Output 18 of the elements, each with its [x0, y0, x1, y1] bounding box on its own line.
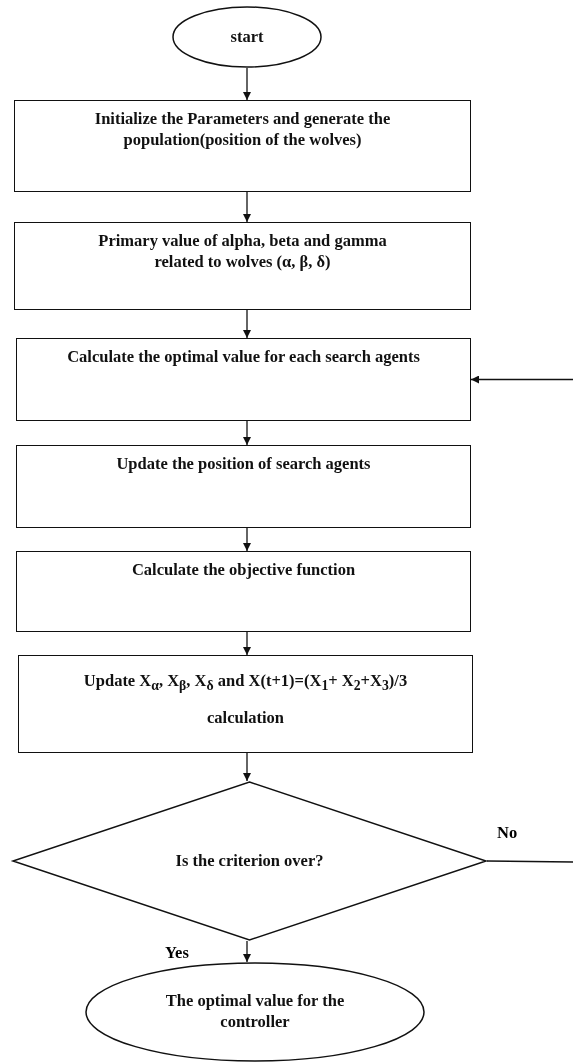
- process-box: [16, 338, 471, 421]
- node-text: Update the position of search agents: [116, 454, 371, 475]
- process-box: [14, 222, 471, 310]
- node-text: Calculate the objective function: [131, 560, 356, 581]
- process-box: [16, 445, 471, 528]
- decision-diamond: [12, 781, 487, 941]
- process-box: [14, 100, 471, 192]
- terminal-ellipse: [85, 962, 425, 1062]
- node-text: Calculate the optimal value for each search agents: [67, 347, 420, 368]
- node-text: start: [230, 26, 264, 48]
- node-text: The optimal value for the controller: [164, 991, 346, 1033]
- process-box: [16, 551, 471, 632]
- node-text: Update X$_{α}$, X$_{β}$, X$_{δ}$ and X(t+1)=(X$_{1}$+ X$_{2}$+X$_{3}$)/3 calculation: [82, 670, 409, 730]
- node-text: Is the criterion over?: [175, 850, 324, 872]
- process-box: [18, 655, 473, 753]
- node-text: Initialize the Parameters and generate the population(position of the wolves): [93, 109, 392, 151]
- node-text: Primary value of alpha, beta and gamma related to wolves (α, β, δ): [97, 231, 388, 273]
- terminal-ellipse: [172, 6, 322, 68]
